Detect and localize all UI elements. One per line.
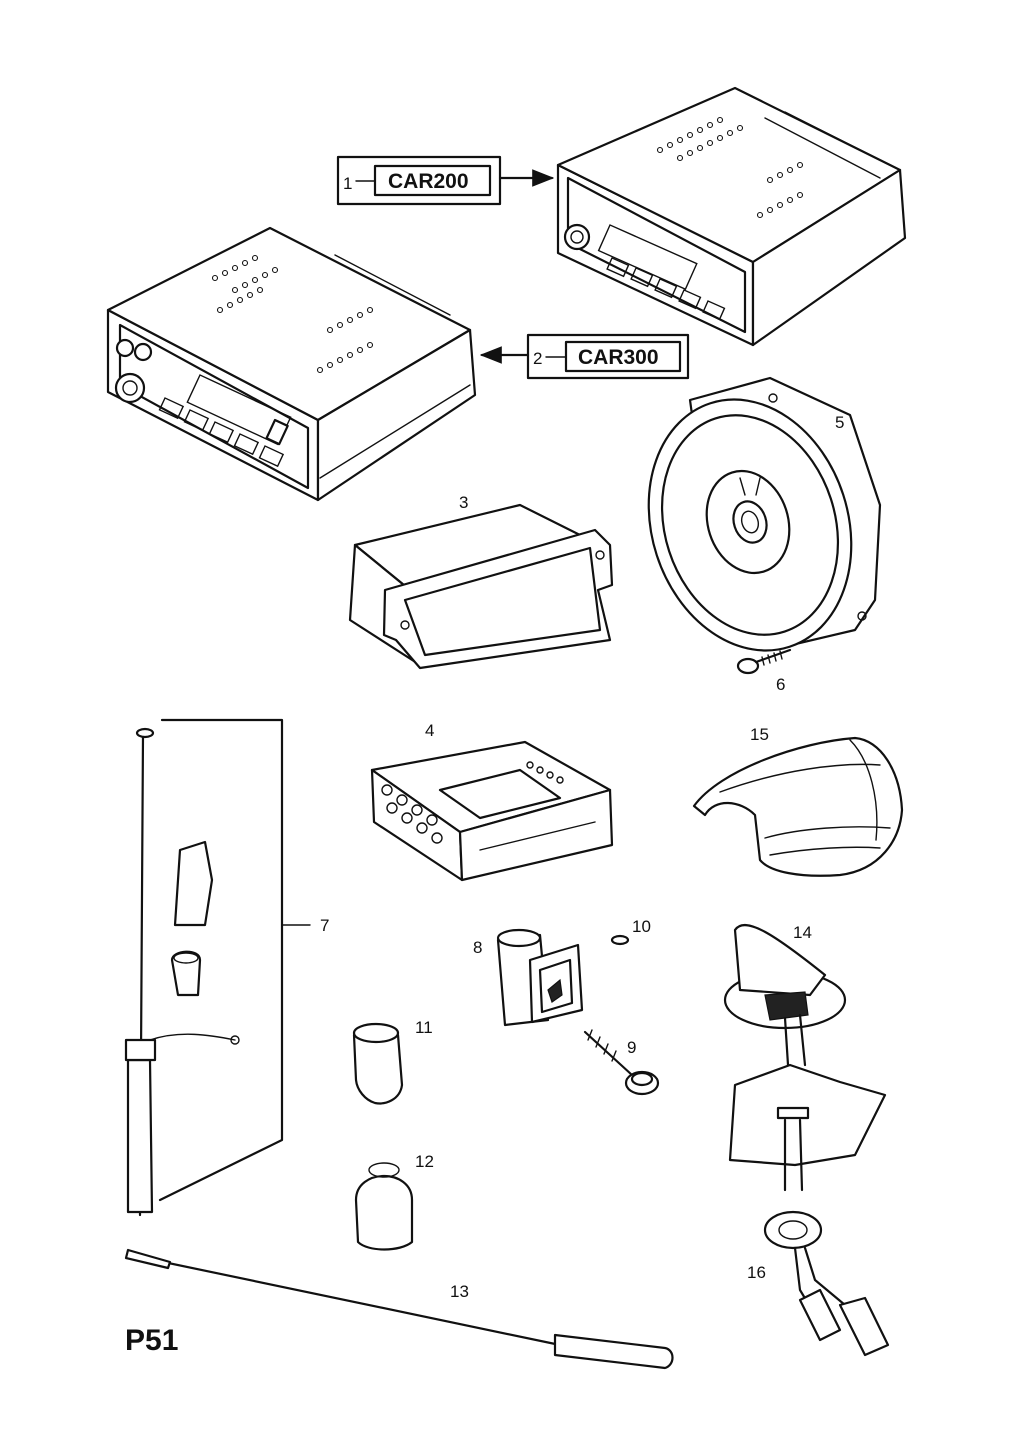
- callout-15: 15: [750, 725, 769, 744]
- holder-clip: [496, 928, 584, 1027]
- sheet-code: P51: [125, 1324, 178, 1357]
- grommet-12: [354, 1162, 414, 1251]
- callout-11: 11: [415, 1018, 433, 1037]
- callout-12: 12: [415, 1152, 434, 1171]
- callout-10: 10: [632, 917, 651, 936]
- callout-number-2: 2: [533, 349, 542, 368]
- callout-9: 9: [627, 1038, 636, 1057]
- part-code-car300: CAR300: [578, 346, 659, 369]
- antenna-cover: [692, 736, 904, 877]
- radio-unit-car200: [556, 86, 907, 347]
- cable-grommet: [763, 1210, 890, 1357]
- callout-14: 14: [793, 923, 812, 942]
- callout-number-1: 1: [343, 174, 352, 193]
- mounting-frame: [370, 740, 614, 882]
- washer-10: [610, 934, 630, 946]
- roof-antenna-base: [723, 924, 887, 1192]
- callout-13: 13: [450, 1282, 469, 1301]
- callout-3: 3: [459, 493, 468, 512]
- callout-6: 6: [776, 675, 785, 694]
- loudspeaker: [647, 376, 882, 652]
- antenna-mast: [124, 1248, 674, 1370]
- antenna-assembly: [124, 727, 240, 1217]
- screw-6: [736, 648, 792, 675]
- callout-16: 16: [747, 1263, 766, 1282]
- callout-box-1: 1 CAR200: [336, 155, 555, 206]
- callout-5: 5: [835, 413, 844, 432]
- radio-unit-car300: [106, 226, 477, 502]
- part-code-car200: CAR200: [388, 170, 469, 193]
- callout-8: 8: [473, 938, 482, 957]
- callout-4: 4: [425, 721, 434, 740]
- callout-7: 7: [320, 916, 329, 935]
- storage-tray: [348, 503, 614, 670]
- callout-box-2: 2 CAR300: [479, 333, 690, 380]
- sleeve-11: [352, 1022, 404, 1105]
- screw-9: [583, 1029, 660, 1096]
- bracket-7: [158, 718, 284, 1202]
